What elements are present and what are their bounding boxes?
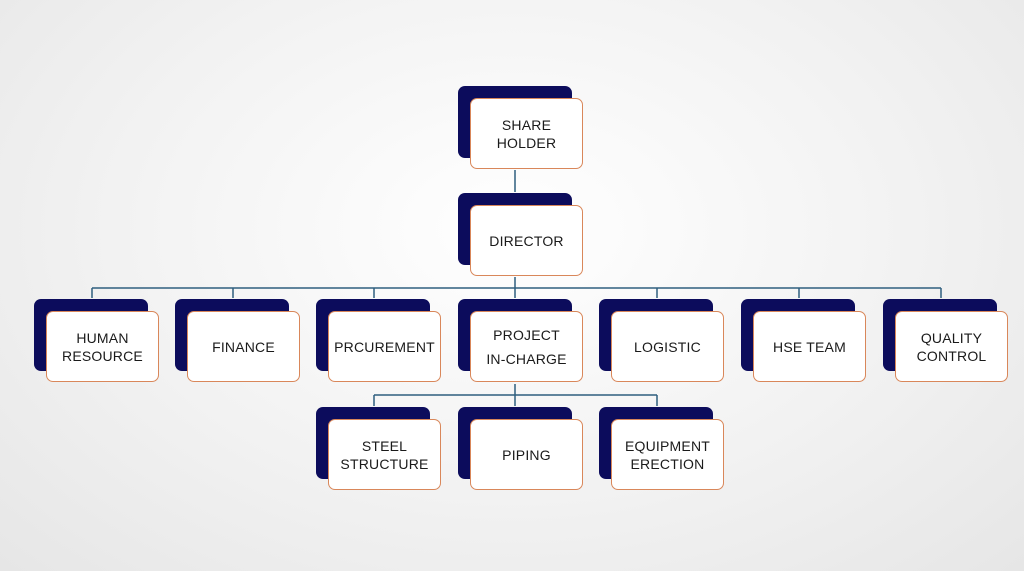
node-label-director: DIRECTOR (489, 232, 564, 249)
node-label-share-holder: SHARE HOLDER (496, 116, 557, 151)
node-finance: FINANCE (175, 299, 305, 387)
node-human-resource: HUMAN RESOURCE (34, 299, 164, 387)
node-card: EQUIPMENT ERECTION (611, 419, 724, 490)
node-card: PIPING (470, 419, 583, 490)
node-label-equipment-erection: EQUIPMENT ERECTION (624, 437, 711, 472)
node-logistic: LOGISTIC (599, 299, 729, 387)
node-procurement: PRCUREMENT (316, 299, 446, 387)
node-card: STEEL STRUCTURE (328, 419, 441, 490)
node-label-project-in-charge: PROJECT IN-CHARGE (486, 326, 567, 367)
node-label-human-resource: HUMAN RESOURCE (62, 329, 143, 364)
node-equipment-erection: EQUIPMENT ERECTION (599, 407, 729, 495)
node-project-in-charge: PROJECT IN-CHARGE (458, 299, 588, 387)
node-hse-team: HSE TEAM (741, 299, 871, 387)
node-card: LOGISTIC (611, 311, 724, 382)
node-label-hse-team: HSE TEAM (773, 338, 846, 355)
node-card: HUMAN RESOURCE (46, 311, 159, 382)
node-director: DIRECTOR (458, 193, 588, 281)
node-card: PRCUREMENT (328, 311, 441, 382)
node-quality-control: QUALITY CONTROL (883, 299, 1013, 387)
node-label-procurement: PRCUREMENT (334, 338, 435, 355)
node-card: DIRECTOR (470, 205, 583, 276)
node-share-holder: SHARE HOLDER (458, 86, 588, 174)
node-card: HSE TEAM (753, 311, 866, 382)
node-label-finance: FINANCE (212, 338, 275, 355)
node-card: FINANCE (187, 311, 300, 382)
node-card: QUALITY CONTROL (895, 311, 1008, 382)
node-label-logistic: LOGISTIC (634, 338, 701, 355)
node-label-quality-control: QUALITY CONTROL (916, 329, 987, 364)
node-steel-structure: STEEL STRUCTURE (316, 407, 446, 495)
node-card: SHARE HOLDER (470, 98, 583, 169)
node-label-steel-structure: STEEL STRUCTURE (340, 437, 429, 472)
node-label-piping: PIPING (502, 446, 551, 463)
node-piping: PIPING (458, 407, 588, 495)
node-card: PROJECT IN-CHARGE (470, 311, 583, 382)
